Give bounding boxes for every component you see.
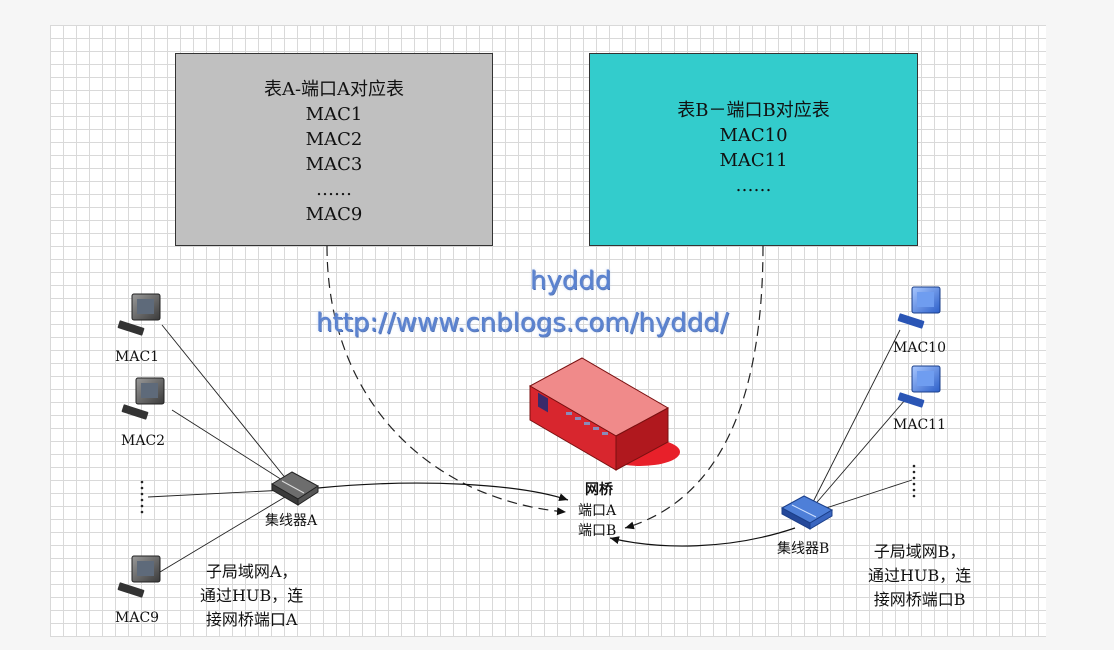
mac2-link-line <box>171 409 291 486</box>
hub-a-icon <box>271 471 319 506</box>
computer-mac9-icon <box>117 555 161 598</box>
computer-mac2-icon <box>121 377 165 420</box>
lan-b-caption-line: 子局域网B， <box>873 542 966 561</box>
mac10-link-line <box>809 329 901 509</box>
lan-a-caption-line: 子局域网A， <box>205 562 298 581</box>
table-b-to-port-b-dashed-line <box>624 245 764 530</box>
network-bridge-icon <box>528 357 680 471</box>
table-a-row: …… <box>316 179 352 200</box>
bridge-port-a-label: 端口A <box>578 503 617 519</box>
lan-a-caption-line: 通过HUB，连 <box>200 586 304 605</box>
table-b-row: …… <box>735 175 772 196</box>
computer-mac10-icon <box>897 286 941 329</box>
table-a-row: MAC3 <box>305 154 363 175</box>
watermark-url: http://www.cnblogs.com/hyddd/ <box>316 308 729 338</box>
lan-b-caption: 子局域网B， 通过HUB，连 接网桥端口B <box>868 540 971 612</box>
watermark-name: hyddd <box>530 266 612 296</box>
hub-a-to-port-a-line <box>317 482 569 501</box>
computer-mac1-icon <box>117 293 161 336</box>
mac11-label: MAC11 <box>893 417 946 433</box>
bridge-port-b-label: 端口B <box>578 523 617 539</box>
table-b-title: 表B－端口B对应表 <box>677 100 830 121</box>
hub-a-label: 集线器A <box>265 513 318 529</box>
hub-b-label: 集线器B <box>777 541 830 557</box>
hub-b-to-port-b-line <box>609 527 796 547</box>
table-b-row: MAC11 <box>719 150 788 171</box>
table-b-mac-port-table: 表B－端口B对应表 MAC10 MAC11 …… <box>589 53 918 246</box>
mac1-label: MAC1 <box>115 349 160 365</box>
dots-b-link-line <box>819 479 913 511</box>
hub-b-icon <box>780 495 834 530</box>
mac1-link-line <box>161 324 292 486</box>
mac9-label: MAC9 <box>115 610 160 626</box>
lan-a-caption-line: 接网桥端口A <box>205 610 298 629</box>
table-a-row: MAC1 <box>305 104 363 125</box>
mac11-link-line <box>811 399 906 509</box>
computer-mac11-icon <box>897 365 941 408</box>
mac10-label: MAC10 <box>893 340 946 356</box>
bridge-label: 网桥 <box>585 482 613 498</box>
lan-b-caption-line: 接网桥端口B <box>873 590 966 609</box>
table-a-row: MAC2 <box>305 129 363 150</box>
table-a-title: 表A-端口A对应表 <box>263 79 405 100</box>
mac9-link-line <box>159 493 291 573</box>
table-a-row: MAC9 <box>305 204 363 225</box>
more-computers-b-icon <box>912 464 916 498</box>
table-b-row: MAC10 <box>719 125 788 146</box>
table-a-to-port-a-dashed-line <box>326 245 567 516</box>
table-a-mac-port-table: 表A-端口A对应表 MAC1 MAC2 MAC3 …… MAC9 <box>175 53 493 246</box>
lan-a-caption: 子局域网A， 通过HUB，连 接网桥端口A <box>200 560 303 632</box>
lan-b-caption-line: 通过HUB，连 <box>868 566 972 585</box>
more-computers-a-icon <box>140 480 144 514</box>
dots-a-link-line <box>147 489 287 498</box>
mac2-label: MAC2 <box>121 433 166 449</box>
